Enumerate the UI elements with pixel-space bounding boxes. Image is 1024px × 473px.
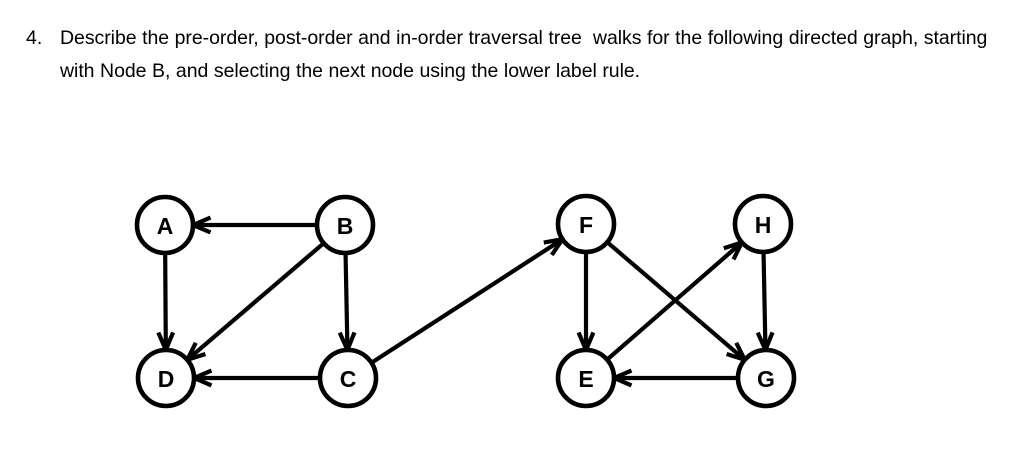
node-circle-d [135, 347, 197, 409]
question-number: 4. [26, 27, 43, 49]
node-label-h: H [755, 212, 772, 238]
graph-node-c: C [317, 347, 379, 409]
edge-a-to-d [163, 252, 168, 351]
node-circle-f [555, 193, 617, 255]
graph-node-f: F [555, 193, 617, 255]
node-label-d: D [158, 366, 175, 392]
node-label-c: C [340, 366, 357, 392]
node-circle-a [134, 194, 196, 256]
question-block: 4. Describe the pre-order, post-order an… [26, 22, 998, 88]
node-label-f: F [579, 212, 593, 238]
node-label-a: A [157, 213, 174, 239]
edge-c-to-f [370, 237, 564, 365]
graph-node-b: B [314, 194, 376, 256]
graph-node-g: G [735, 347, 797, 409]
edge-e-to-h [605, 240, 744, 362]
node-label-b: B [337, 213, 354, 239]
graph-node-h: H [732, 193, 794, 255]
graph-node-e: E [555, 347, 617, 409]
directed-graph-figure: A B C D E F G H [0, 150, 1024, 450]
edge-b-to-c [343, 252, 350, 351]
node-label-e: E [578, 366, 593, 392]
graph-node-a: A [134, 194, 196, 256]
question-text: Describe the pre-order, post-order and i… [60, 27, 993, 82]
edge-b-to-d [185, 241, 326, 362]
node-circle-g [735, 347, 797, 409]
edges-layer [156, 215, 775, 388]
node-circle-b [314, 194, 376, 256]
node-circle-h [732, 193, 794, 255]
graph-canvas: A B C D E F G H [134, 193, 797, 409]
node-circle-c [317, 347, 379, 409]
edge-h-to-g [761, 251, 768, 351]
nodes-layer: A B C D E F G H [134, 193, 797, 409]
graph-node-d: D [135, 347, 197, 409]
node-label-g: G [757, 366, 775, 392]
node-circle-e [555, 347, 617, 409]
